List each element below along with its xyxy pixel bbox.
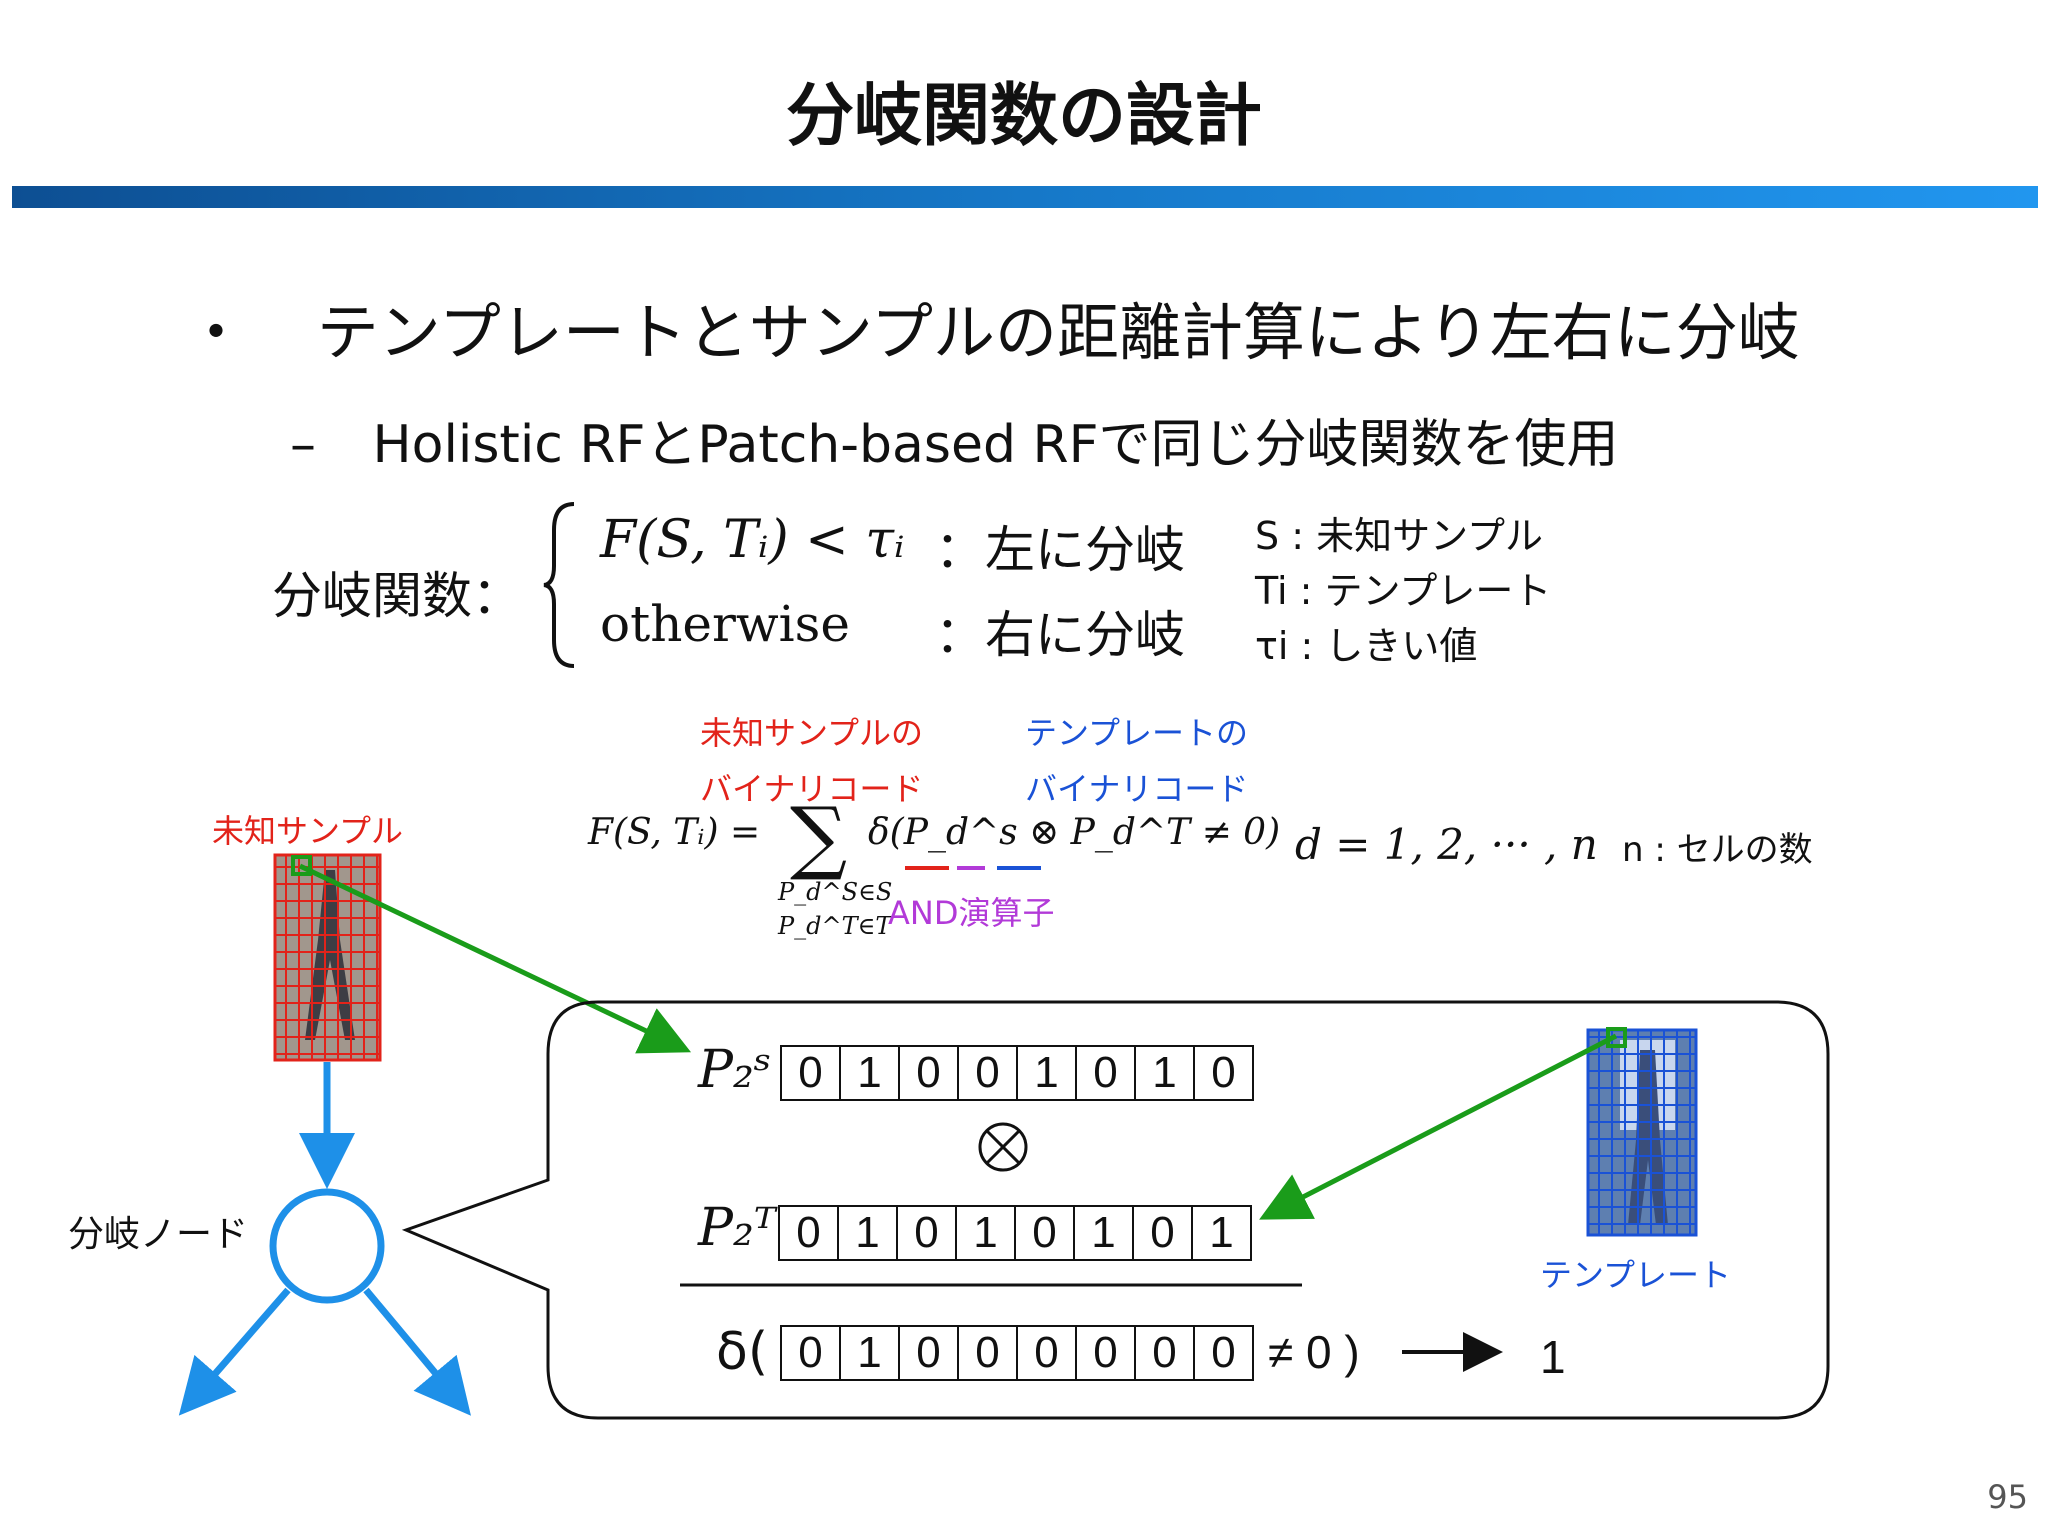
bit-cell: 1 bbox=[839, 1207, 898, 1259]
bullet-1-text: テンプレートとサンプルの距離計算により左右に分岐 bbox=[316, 296, 1800, 369]
case-1-expression: F(S, Tᵢ) < τᵢ bbox=[600, 510, 905, 570]
template-code-label-2: バイナリコード bbox=[1025, 770, 1249, 808]
branch-node-circle bbox=[269, 1188, 385, 1304]
bit-cell: 1 bbox=[1018, 1047, 1077, 1099]
formula-underlines bbox=[905, 866, 1041, 870]
legend-tau: τi : しきい値 bbox=[1255, 624, 1478, 668]
page-number: 95 bbox=[1987, 1478, 2028, 1516]
sub-bullet-marker: – bbox=[290, 415, 316, 475]
bit-cell: 0 bbox=[782, 1047, 841, 1099]
template-code-label-1: テンプレートの bbox=[1025, 714, 1249, 752]
sum-symbol: ∑ bbox=[790, 790, 848, 883]
bits-sample: 0 1 0 0 1 0 1 0 bbox=[780, 1045, 1254, 1101]
bit-cell: 0 bbox=[782, 1327, 841, 1379]
bit-cell: 0 bbox=[900, 1327, 959, 1379]
bit-cell: 1 bbox=[841, 1047, 900, 1099]
bit-cell: 0 bbox=[1077, 1327, 1136, 1379]
bit-cell: 1 bbox=[1136, 1047, 1195, 1099]
legend-s: S : 未知サンプル bbox=[1255, 514, 1543, 558]
delta-close: ≠ 0 ) bbox=[1268, 1326, 1360, 1378]
template-pointer-arrow bbox=[1259, 1033, 1618, 1220]
branch-function-label: 分岐関数： bbox=[272, 567, 522, 625]
sample-code-label-1: 未知サンプルの bbox=[700, 714, 924, 752]
bit-cell: 0 bbox=[959, 1327, 1018, 1379]
template-image-label: テンプレート bbox=[1540, 1256, 1732, 1294]
formula-lhs: F(S, Tᵢ) = bbox=[588, 812, 761, 853]
sample-pointer-arrow bbox=[298, 863, 692, 1054]
and-operator-label: AND演算子 bbox=[888, 894, 1055, 932]
bit-cell: 0 bbox=[1016, 1207, 1075, 1259]
bits-and-result: 0 1 0 0 0 0 0 0 bbox=[780, 1325, 1254, 1381]
bit-cell: 0 bbox=[1211, 1328, 1236, 1377]
callout-box bbox=[401, 1000, 1830, 1420]
legend-ti: Ti : テンプレート bbox=[1255, 569, 1552, 613]
case-2-result: ：右に分岐 bbox=[935, 606, 1185, 664]
sample-code-label-2: バイナリコード bbox=[700, 770, 924, 808]
title-underline-bar bbox=[12, 186, 2038, 208]
bit-cell: 0 bbox=[898, 1207, 957, 1259]
template-image bbox=[1586, 1027, 1698, 1237]
bit-cell: 0 bbox=[1136, 1327, 1195, 1379]
cases-brace bbox=[543, 502, 575, 668]
bullet-2: – Holistic RFとPatch-based RFで同じ分岐関数を使用 bbox=[290, 402, 1619, 477]
bit-cell: 0 bbox=[1134, 1207, 1193, 1259]
case-2-expression: otherwise bbox=[600, 595, 850, 653]
sum-subscript-2: P_d^T∈T bbox=[778, 912, 892, 940]
formula-body: δ(P_d^s ⊗ P_d^T ≠ 0) bbox=[868, 812, 1281, 853]
bit-cell: 0 bbox=[780, 1207, 839, 1259]
bit-cell: 0 bbox=[1211, 1048, 1236, 1097]
case-1-result: ：左に分岐 bbox=[935, 521, 1185, 579]
sum-subscript-1: P_d^S∈S bbox=[778, 878, 893, 906]
result-value: 1 bbox=[1540, 1331, 1566, 1383]
n-note: n : セルの数 bbox=[1622, 830, 1813, 870]
bullet-marker: ・ bbox=[185, 296, 248, 369]
main-formula: F(S, Tᵢ) = bbox=[588, 812, 760, 853]
bit-cell: 1 bbox=[841, 1327, 900, 1379]
bit-cell: 1 bbox=[957, 1207, 1016, 1259]
bit-cell: 0 bbox=[1077, 1047, 1136, 1099]
sample-image-label: 未知サンプル bbox=[212, 812, 404, 850]
bit-cell: 1 bbox=[1075, 1207, 1134, 1259]
d-range: d = 1, 2, ··· , n bbox=[1295, 820, 1598, 869]
sample-image bbox=[273, 853, 382, 1062]
bit-cell: 0 bbox=[900, 1047, 959, 1099]
p2s-label: P₂ˢ bbox=[698, 1040, 772, 1100]
bullet-1: ・ テンプレートとサンプルの距離計算により左右に分岐 bbox=[185, 282, 1800, 372]
bit-cell: 0 bbox=[1018, 1327, 1077, 1379]
bullet-2-text: Holistic RFとPatch-based RFで同じ分岐関数を使用 bbox=[372, 415, 1619, 475]
bit-cell: 0 bbox=[959, 1047, 1018, 1099]
p2t-label: P₂ᵀ bbox=[698, 1198, 776, 1258]
bits-template: 0 1 0 1 0 1 0 1 bbox=[778, 1205, 1252, 1261]
slide-title: 分岐関数の設計 bbox=[785, 77, 1262, 156]
delta-open: δ( bbox=[716, 1322, 769, 1382]
branch-node-label: 分岐ノード bbox=[68, 1214, 249, 1255]
bit-cell: 1 bbox=[1209, 1208, 1234, 1257]
